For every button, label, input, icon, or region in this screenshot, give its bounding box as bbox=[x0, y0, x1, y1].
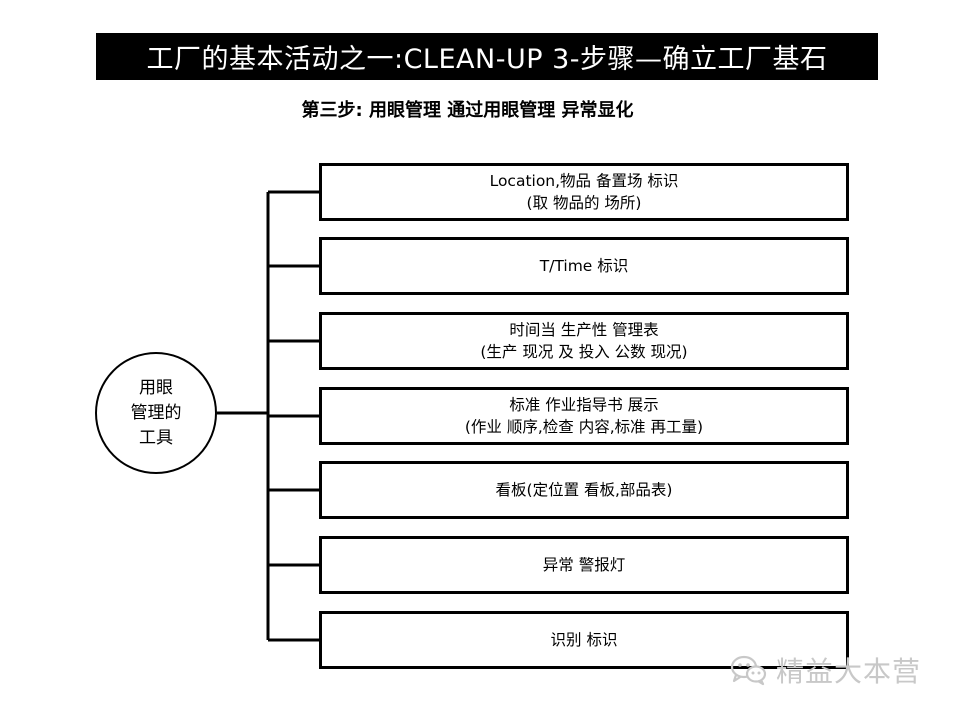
branch-node-work-instruction: 标准 作业指导书 展示 (作业 顺序,检查 内容,标准 再工量) bbox=[319, 387, 849, 445]
branch-node-detail: (生产 现况 及 投入 公数 现况) bbox=[480, 343, 688, 361]
branch-node-title: 看板(定位置 看板,部品表) bbox=[495, 481, 673, 499]
branch-node-title: 标准 作业指导书 展示 bbox=[509, 396, 659, 414]
root-label-line: 工具 bbox=[139, 427, 173, 448]
branch-node-detail: (取 物品的 场所) bbox=[526, 194, 642, 212]
branch-node-detail: (作业 顺序,检查 内容,标准 再工量) bbox=[464, 418, 704, 436]
wechat-icon bbox=[730, 655, 767, 686]
branch-node-title: 异常 警报灯 bbox=[542, 556, 626, 574]
root-node: 用眼 管理的 工具 bbox=[95, 352, 217, 474]
branch-node-title: Location,物品 备置场 标识 bbox=[489, 172, 679, 190]
branch-node-title: 识别 标识 bbox=[550, 631, 618, 649]
title-bar: 工厂的基本活动之一:CLEAN-UP 3-步骤—确立工厂基石 bbox=[96, 33, 878, 80]
subtitle: 第三步: 用眼管理 通过用眼管理 异常显化 bbox=[301, 100, 634, 121]
watermark: 精益大本营 bbox=[730, 652, 921, 688]
branch-node-id-label: 识别 标识 bbox=[319, 611, 849, 669]
branch-node-alarm-light: 异常 警报灯 bbox=[319, 536, 849, 594]
branch-node-time-label: T/Time 标识 bbox=[319, 237, 849, 295]
watermark-text: 精益大本营 bbox=[776, 655, 922, 688]
branch-node-location-label: Location,物品 备置场 标识 (取 物品的 场所) bbox=[319, 163, 849, 221]
root-label: 用眼 管理的 工具 bbox=[111, 376, 201, 451]
root-label-line: 管理的 bbox=[130, 402, 182, 423]
root-label-line: 用眼 bbox=[139, 377, 173, 398]
branch-node-title: T/Time 标识 bbox=[539, 257, 629, 275]
page-title: 工厂的基本活动之一:CLEAN-UP 3-步骤—确立工厂基石 bbox=[146, 44, 828, 75]
branch-node-kanban: 看板(定位置 看板,部品表) bbox=[319, 461, 849, 519]
branch-node-production-board: 时间当 生产性 管理表 (生产 现况 及 投入 公数 现况) bbox=[319, 312, 849, 370]
branch-node-title: 时间当 生产性 管理表 bbox=[509, 321, 659, 339]
